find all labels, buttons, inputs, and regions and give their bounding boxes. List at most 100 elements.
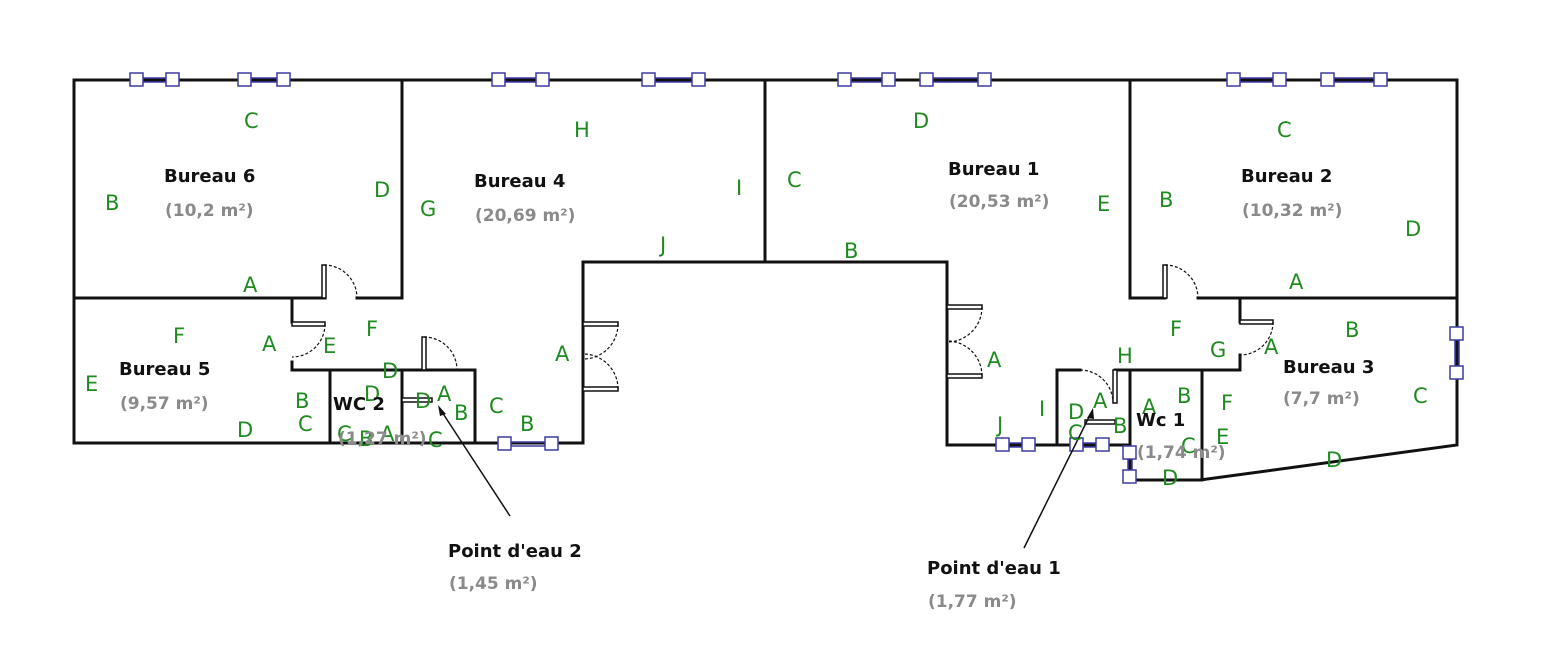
door-bureau1-a (946, 304, 983, 310)
wall-label: C (1277, 118, 1292, 142)
wall-label: D (1326, 448, 1342, 472)
door-point-eau-1 (1084, 419, 1116, 425)
wall-label: B (1113, 414, 1127, 438)
wall-label: A (243, 273, 258, 297)
wall-label: B (520, 412, 534, 436)
window (1122, 445, 1137, 484)
wall-label: A (1142, 395, 1157, 419)
wall-label: F (366, 317, 378, 341)
window (641, 72, 706, 87)
wall-label: D (1405, 217, 1421, 241)
wall-label: C (489, 394, 504, 418)
window (1449, 326, 1464, 380)
wall-label: B (844, 239, 858, 263)
room-area-bureau-3: (7,7 m²) (1283, 389, 1360, 409)
wall-labels: C B D A H G I J D C E B C B D A F E A D … (85, 109, 1428, 490)
callout-name-point-eau-1: Point d'eau 1 (927, 558, 1061, 579)
wall-label: A (380, 422, 395, 446)
window (837, 72, 896, 87)
window (919, 72, 992, 87)
wall-label: G (1210, 338, 1226, 362)
callout-area-point-eau-2: (1,45 m²) (449, 574, 538, 594)
callout-name-point-eau-2: Point d'eau 2 (448, 541, 582, 562)
room-area-bureau-1: (20,53 m²) (949, 192, 1049, 212)
door-bureau2 (1162, 264, 1168, 299)
walls (72, 78, 1459, 482)
doors (291, 264, 1274, 425)
wall-label: I (1039, 397, 1045, 421)
wall-label: I (736, 176, 742, 200)
arrow-point-eau-1 (1023, 414, 1091, 549)
room-area-bureau-5: (9,57 m²) (120, 394, 209, 414)
wall-label: B (454, 401, 468, 425)
wall-label: C (1413, 384, 1428, 408)
arrow-point-eau-2 (441, 411, 511, 517)
callouts: Point d'eau 2 (1,45 m²) Point d'eau 1 (1… (448, 541, 1061, 612)
wall-label: H (1117, 344, 1133, 368)
wall-label: E (1216, 425, 1229, 449)
wall-label: B (105, 191, 119, 215)
wall-label: B (359, 427, 373, 451)
door-wc2 (421, 336, 427, 371)
wall-label: C (787, 168, 802, 192)
room-name-bureau-3: Bureau 3 (1283, 357, 1374, 378)
door-bureau5 (291, 321, 326, 327)
wall-label: A (262, 332, 277, 356)
wall-label: B (1345, 318, 1359, 342)
arrowhead-point-eau-2 (438, 405, 446, 416)
window (491, 72, 550, 87)
wall-label: C (1181, 434, 1196, 458)
window (129, 72, 180, 87)
wall-label: C (1068, 421, 1083, 445)
wall-label: A (1264, 335, 1279, 359)
wall-label: A (1289, 270, 1304, 294)
wall-label: A (1093, 389, 1108, 413)
window (1226, 72, 1287, 87)
wall-label: D (1068, 400, 1084, 424)
wall-label: C (428, 428, 443, 452)
wall-label: D (1162, 466, 1178, 490)
wall-label: C (244, 109, 259, 133)
room-area-bureau-2: (10,32 m²) (1242, 201, 1342, 221)
wall-label: D (237, 418, 253, 442)
wall-label: J (658, 233, 666, 257)
window (995, 437, 1036, 452)
wall-label: J (995, 413, 1003, 437)
callout-arrows (438, 405, 1094, 549)
room-name-bureau-4: Bureau 4 (474, 171, 565, 192)
room-area-bureau-4: (20,69 m²) (475, 206, 575, 226)
window (497, 436, 559, 451)
windows (129, 72, 1464, 484)
room-name-bureau-2: Bureau 2 (1241, 166, 1332, 187)
door-point-eau-2 (401, 397, 433, 403)
arrowhead-point-eau-1 (1087, 408, 1094, 419)
wall-label: B (1177, 384, 1191, 408)
wall-label: A (987, 348, 1002, 372)
door-bureau3 (1239, 319, 1274, 325)
wall-label: F (1221, 391, 1233, 415)
wall-label: D (913, 109, 929, 133)
wall-label: D (415, 389, 431, 413)
door-wc1 (1112, 369, 1118, 404)
window (1320, 72, 1388, 87)
wall-label: F (1170, 317, 1182, 341)
wall-label: H (574, 118, 590, 142)
wall-label: B (295, 389, 309, 413)
wall-label: G (420, 197, 436, 221)
door-bureau4-a (582, 321, 619, 327)
door-bureau6 (321, 264, 327, 299)
wall-label: A (437, 382, 452, 406)
room-name-wc-2: WC 2 (333, 394, 385, 415)
door-bureau4-b (582, 386, 619, 392)
room-name-wc-1: Wc 1 (1136, 410, 1185, 431)
room-area-wc-2: (1,27 m²) (338, 429, 427, 449)
window (237, 72, 291, 87)
wall-label: C (298, 412, 313, 436)
room-name-bureau-1: Bureau 1 (948, 159, 1039, 180)
room-area-bureau-6: (10,2 m²) (165, 201, 254, 221)
wall-label: E (85, 372, 98, 396)
wall-label: D (374, 178, 390, 202)
wall-label: E (1097, 192, 1110, 216)
room-name-bureau-6: Bureau 6 (164, 166, 255, 187)
